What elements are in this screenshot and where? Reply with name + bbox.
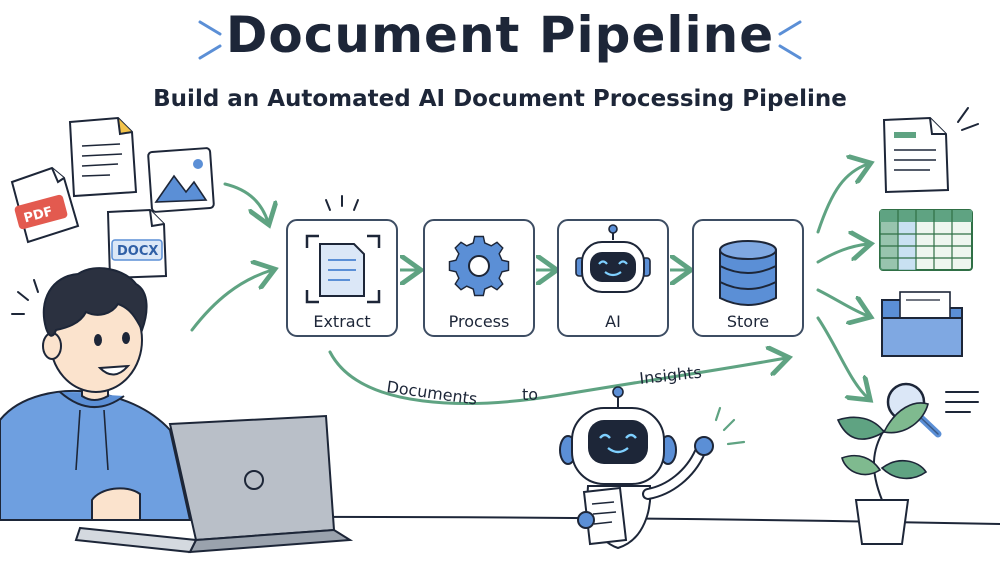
text-document-icon bbox=[882, 107, 979, 194]
title-accent-left bbox=[198, 20, 222, 60]
input-arrow-top bbox=[223, 182, 268, 222]
stage-label-extract: Extract bbox=[313, 312, 370, 331]
title-accent-right bbox=[778, 20, 802, 60]
output-arrow-folder bbox=[816, 288, 868, 316]
diagram-subtitle: Build an Automated AI Document Processin… bbox=[153, 86, 847, 112]
robot-head-icon bbox=[575, 224, 651, 293]
spreadsheet-icon bbox=[879, 209, 973, 271]
gear-icon bbox=[448, 235, 510, 297]
stage-label-process: Process bbox=[449, 312, 510, 331]
pdf-document-icon: PDF bbox=[10, 166, 80, 244]
stage-ai: AI bbox=[557, 219, 669, 337]
output-arrow-spreadsheet bbox=[816, 244, 868, 264]
stage-extract: Extract bbox=[286, 195, 398, 337]
held-document-icon bbox=[577, 486, 628, 546]
stage-label-ai: AI bbox=[605, 312, 621, 331]
documents-to-insights-arrow bbox=[328, 352, 786, 405]
person-illustration bbox=[0, 267, 192, 521]
laptop-illustration bbox=[74, 414, 354, 554]
flow-word-documents: Documents bbox=[385, 377, 478, 409]
input-arrow-bottom bbox=[190, 270, 272, 332]
stage-process: Process bbox=[423, 219, 535, 337]
scan-document-icon bbox=[305, 234, 381, 304]
diagram-title: Document Pipeline bbox=[225, 6, 775, 64]
flow-word-insights: Insights bbox=[638, 363, 702, 388]
docx-tag: DOCX bbox=[117, 244, 158, 259]
stage-label-store: Store bbox=[727, 312, 769, 331]
database-icon bbox=[719, 240, 777, 306]
output-arrow-search bbox=[816, 316, 868, 398]
pdf-tag: PDF bbox=[22, 204, 54, 226]
text-document-icon bbox=[68, 116, 138, 198]
potted-plant-illustration bbox=[836, 402, 929, 545]
image-document-icon bbox=[147, 147, 215, 213]
output-arrow-document bbox=[816, 164, 868, 234]
robot-mascot-illustration bbox=[559, 386, 746, 550]
folder-icon bbox=[881, 291, 963, 357]
flow-word-to: to bbox=[522, 385, 538, 404]
docx-document-icon: DOCX bbox=[106, 208, 168, 280]
stage-store: Store bbox=[692, 219, 804, 337]
